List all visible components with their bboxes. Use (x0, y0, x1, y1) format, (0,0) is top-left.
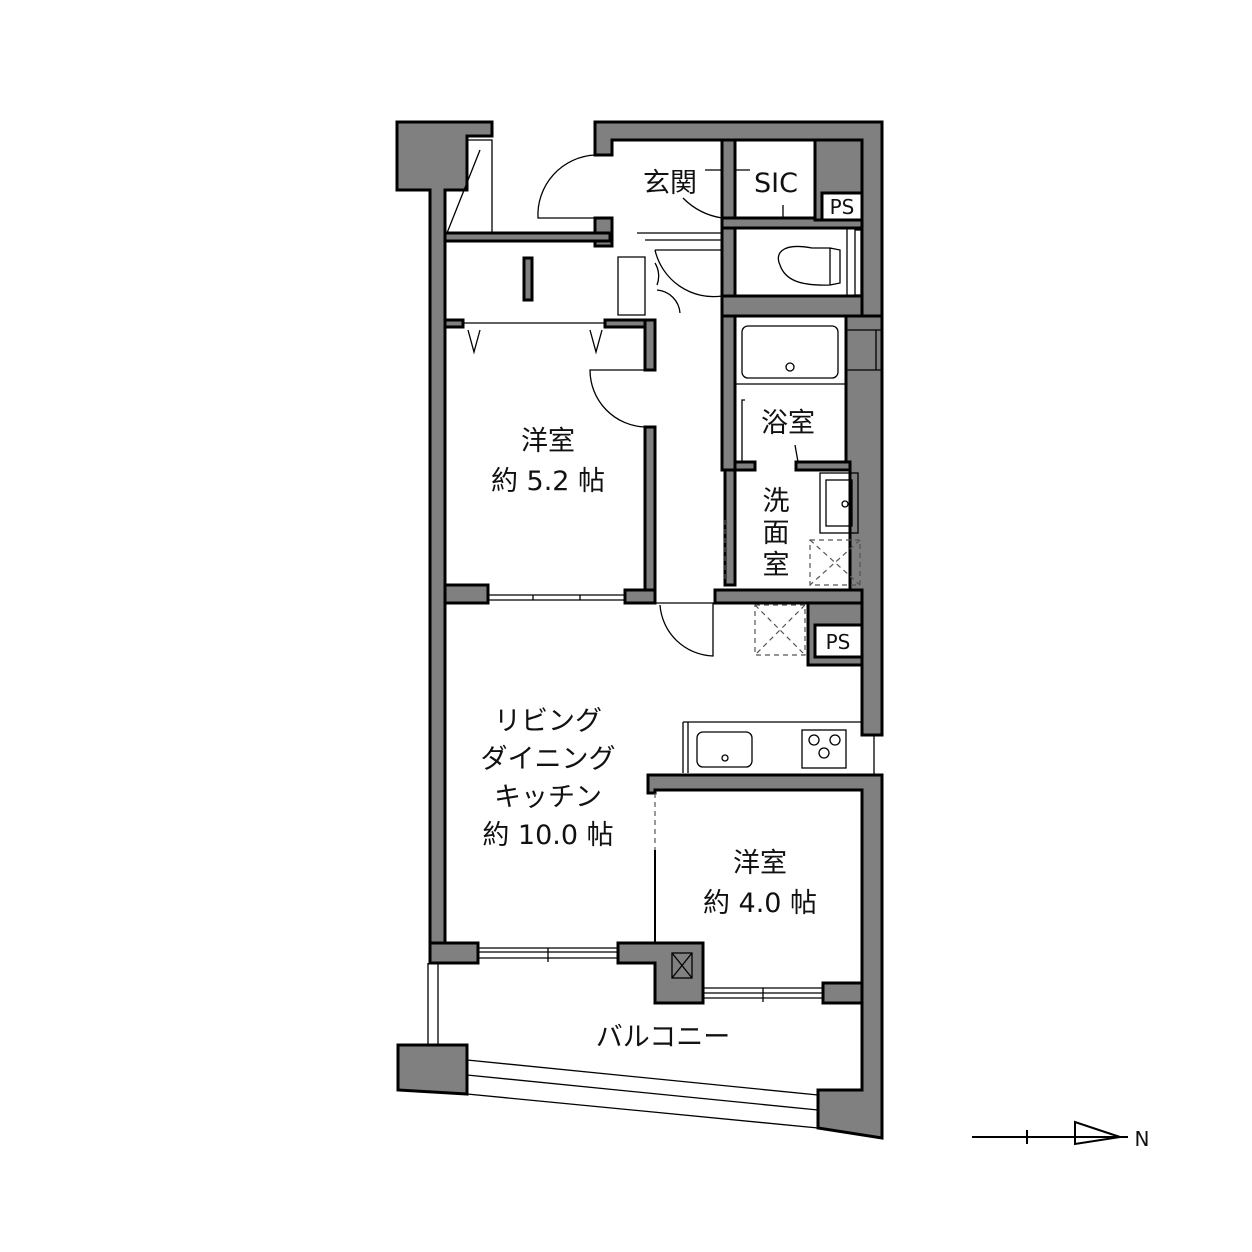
label-bathroom: 浴室 (761, 408, 815, 439)
balcony-railing-left (427, 963, 439, 1045)
label-entrance: 玄関 (643, 168, 697, 199)
wall-closet-bottom-left (443, 318, 465, 329)
label-washroom-2: 面 (763, 518, 790, 549)
entrance-sic-lines (682, 169, 784, 219)
wall-room2 (646, 773, 884, 1140)
washbasin-icon (819, 472, 859, 534)
label-washroom-1: 洗 (763, 486, 790, 517)
washer-space-cross (809, 539, 861, 586)
toilet-window (854, 229, 862, 296)
closet-top-left (446, 139, 493, 234)
label-room2-size: 約 4.0 帖 (703, 888, 817, 919)
ldk-window-sash (478, 947, 618, 962)
corridor-lines (637, 232, 723, 298)
storage-door (617, 256, 681, 316)
wall-ldk-top-right (713, 588, 864, 605)
kitchen-counter (682, 721, 862, 773)
label-ldk-line2: ダイニング (481, 744, 616, 775)
ps-box-mid (813, 623, 864, 659)
washer-space-icon (809, 539, 861, 586)
duct-box-cross (671, 952, 693, 979)
entrance-door-swing (537, 154, 596, 219)
wall-closet-divider (522, 256, 534, 302)
stove-burner-3 (818, 747, 830, 759)
label-ps-mid: PS (826, 630, 851, 654)
kitchen-window (862, 734, 882, 776)
wall-bottom-left-pillar (396, 1043, 469, 1096)
walls (395, 120, 884, 1140)
wall-toilet-bath (720, 294, 864, 318)
room2-window-sash (703, 987, 823, 1002)
closet-folding-doors (463, 322, 605, 355)
bath-window (846, 329, 882, 371)
wall-closet-top (443, 231, 612, 243)
label-room1-size: 約 5.2 帖 (491, 466, 605, 497)
label-ldk-line1: リビング (494, 706, 602, 737)
label-room1-name: 洋室 (521, 426, 575, 457)
bathtub-icon (741, 325, 839, 379)
compass-label: N (1135, 1127, 1150, 1151)
label-ldk-line3: キッチン (494, 782, 602, 813)
fixtures (427, 139, 882, 1129)
stove-icon (801, 729, 847, 769)
wall-room1-right-bottom (643, 425, 657, 599)
wall-room1-right-top (643, 318, 657, 372)
kitchen-sink-icon (696, 731, 753, 768)
ldk-door-swing (655, 602, 715, 657)
stove-burner-1 (808, 734, 820, 746)
label-ps-top: PS (830, 195, 855, 219)
wall-room1-bottom-left (443, 583, 490, 605)
room1-door-swing (589, 369, 646, 428)
wall-room1-bottom-right (623, 588, 657, 605)
wall-wash-left (723, 468, 737, 587)
north-arrow-icon: N (972, 1120, 1150, 1151)
wall-bath-wash-right (794, 460, 852, 472)
bath-lines (735, 383, 846, 463)
ps-box-top (820, 191, 864, 222)
wall-top-left-pillar (395, 120, 494, 964)
wall-room2-bottom-right (821, 981, 864, 1005)
label-washroom-3: 室 (763, 550, 790, 581)
balcony-railing-bottom (466, 1059, 819, 1129)
fridge-space-icon (754, 604, 806, 656)
label-sic: SIC (754, 168, 798, 199)
wall-bath-wash (733, 460, 757, 472)
fridge-space-cross (754, 604, 806, 656)
duct-box (671, 952, 693, 979)
stove-burner-2 (829, 734, 841, 746)
kitchen-sink-drain-icon (721, 754, 729, 762)
bathtub-drain-icon (785, 362, 795, 372)
wall-ldk-bottom-left (428, 941, 480, 965)
wall-ldk-bottom-mid (616, 941, 705, 1005)
label-ldk-size: 約 10.0 帖 (482, 820, 613, 851)
label-balcony: バルコニー (596, 1022, 730, 1053)
toilet-bowl-icon (777, 245, 841, 286)
room1-window-sash (488, 594, 625, 601)
label-room2-name: 洋室 (733, 848, 787, 879)
toilet-room (734, 227, 848, 297)
washbasin-drain-icon (841, 500, 849, 508)
washbasin-bowl-icon (825, 479, 853, 527)
